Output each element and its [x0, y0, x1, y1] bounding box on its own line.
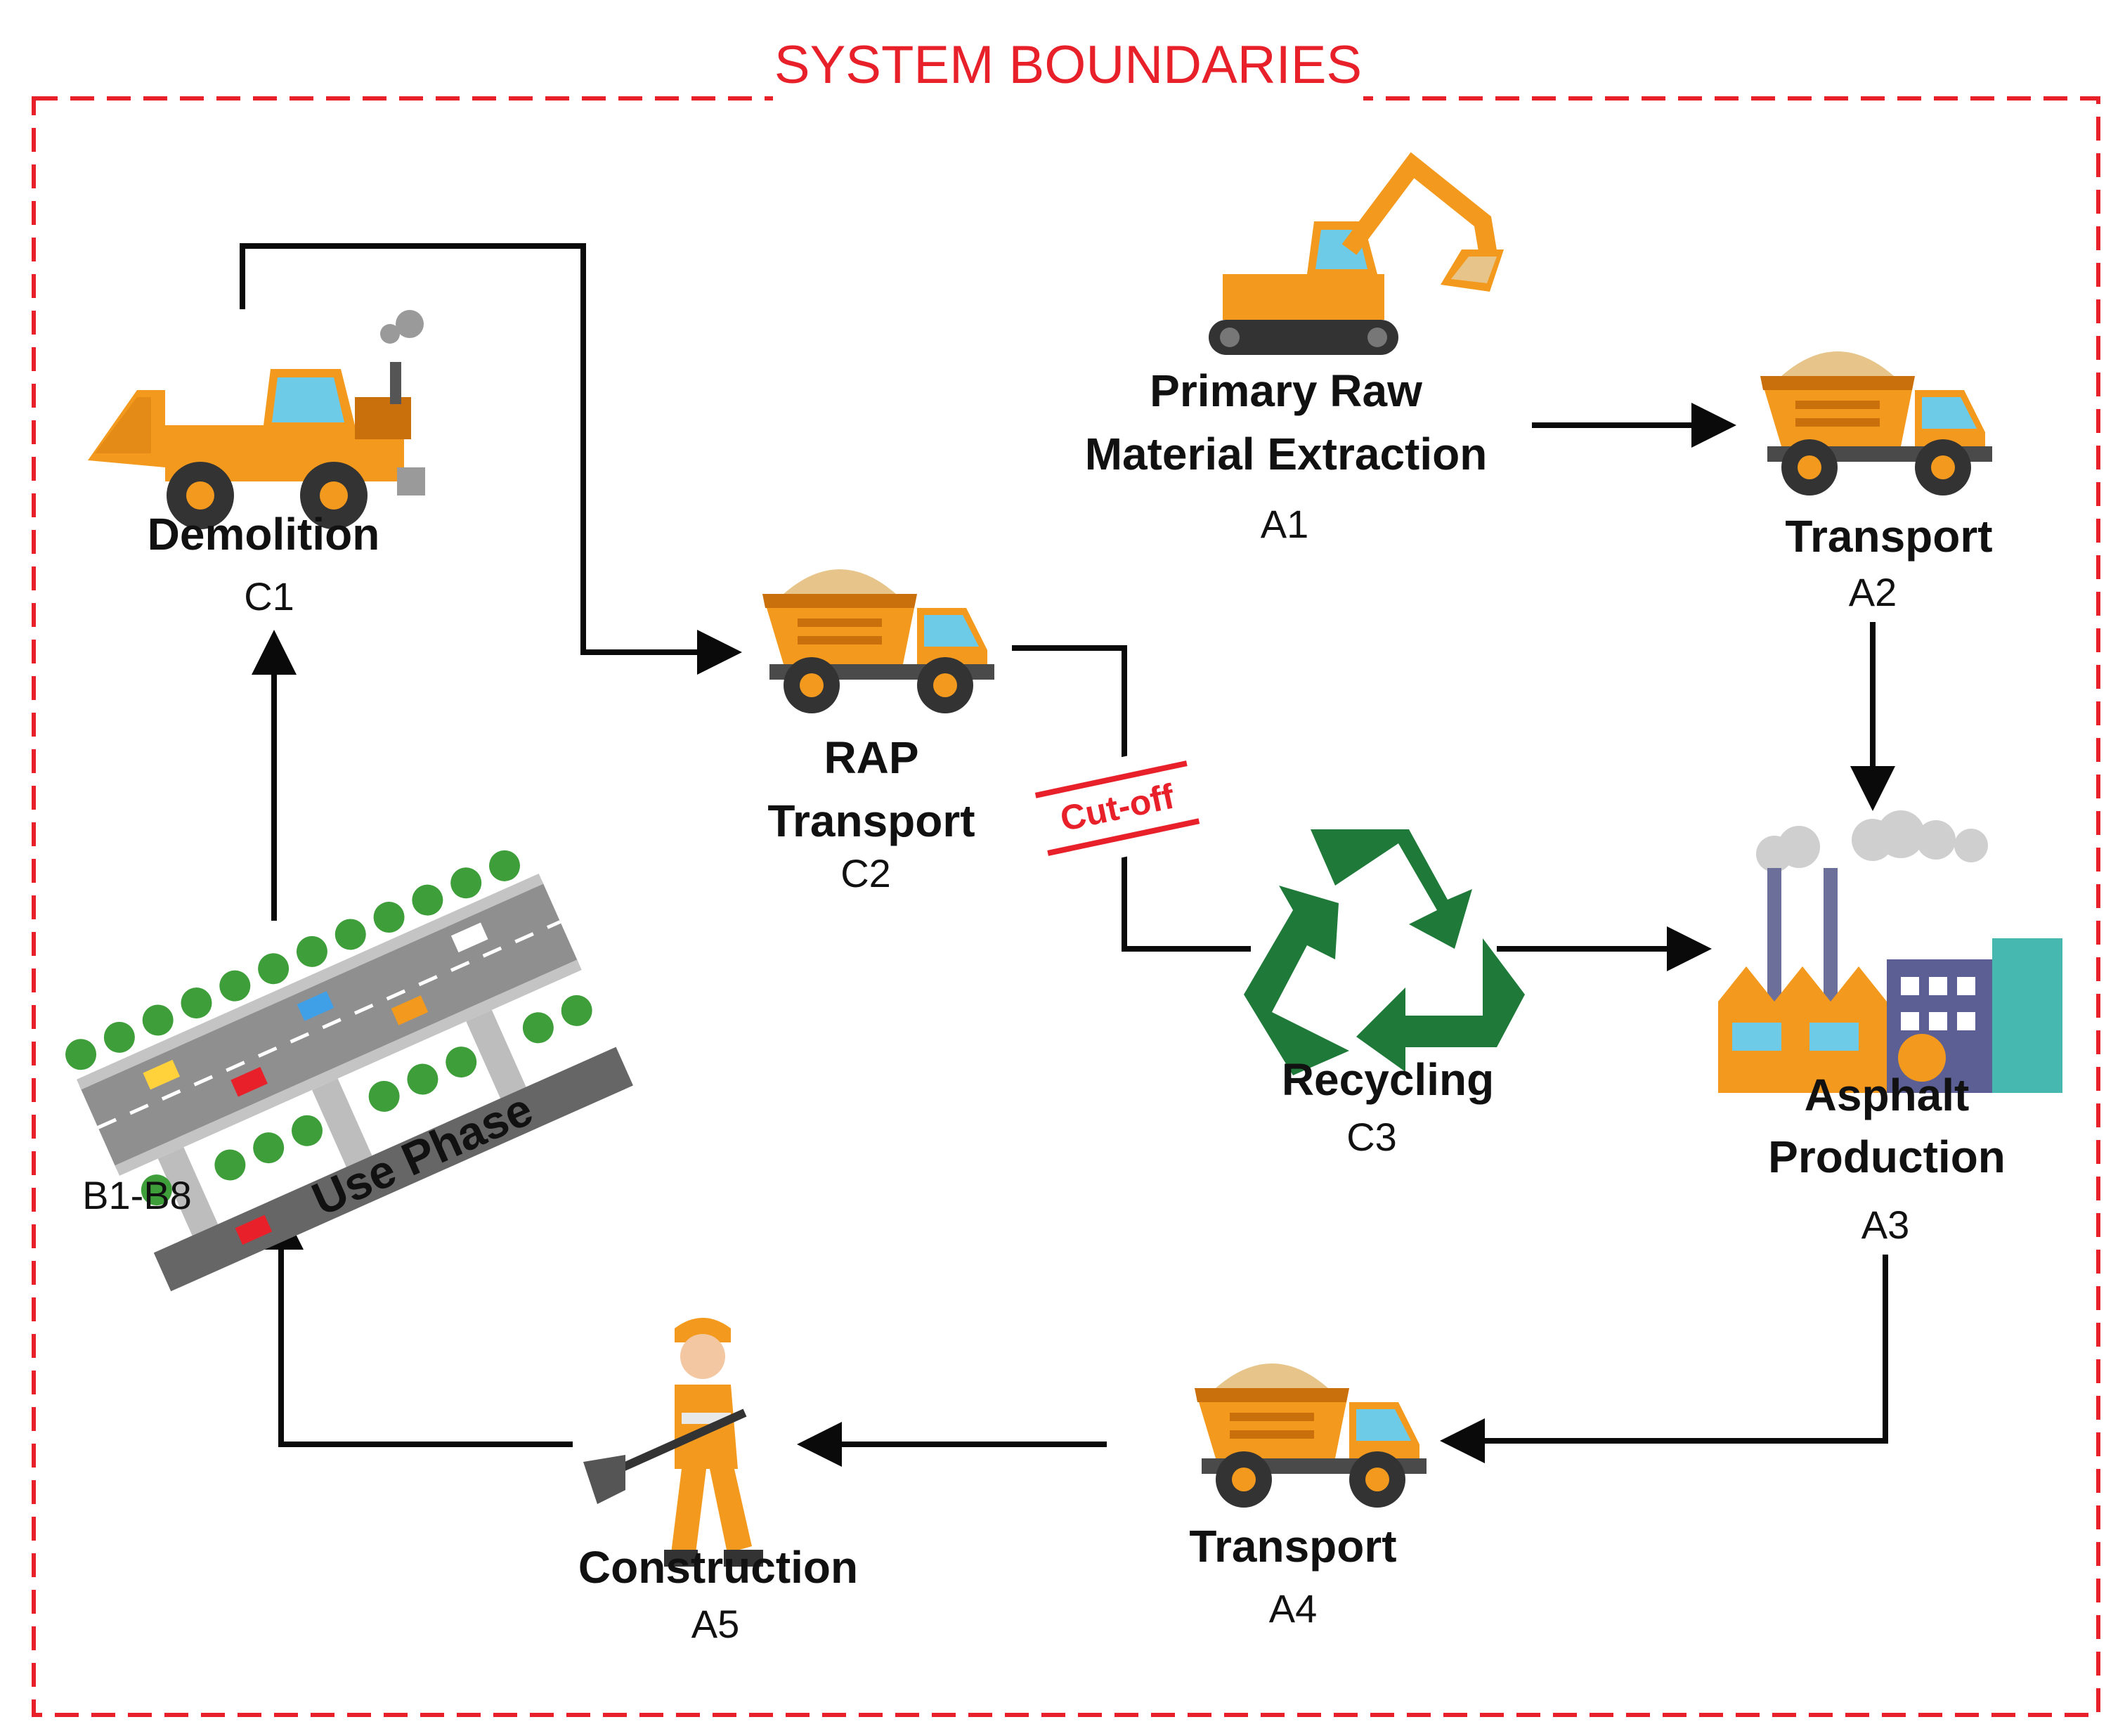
highway-icon	[65, 850, 633, 1292]
cutoff-stamp: Cut-off	[996, 737, 1238, 880]
excavator-icon	[1209, 152, 1504, 355]
boundary-title: SYSTEM BOUNDARIES	[774, 35, 1362, 95]
recycle-icon	[1244, 829, 1525, 1075]
worker-shovel-icon	[583, 1318, 763, 1567]
arrow-construction-to-use	[259, 1205, 573, 1447]
system-boundary	[32, 96, 2100, 1717]
asphalt-label-1: Asphalt	[1805, 1070, 1970, 1120]
rap-transport-label-2: Transport	[767, 796, 975, 846]
asphalt-code: A3	[1861, 1203, 1910, 1247]
dump-truck-icon	[1760, 351, 1992, 495]
dump-truck-icon	[1195, 1363, 1427, 1508]
extraction-label-1: Primary Raw	[1150, 365, 1422, 416]
wheel-loader-icon	[88, 310, 425, 529]
recycling-code: C3	[1346, 1115, 1397, 1159]
demolition-label: Demolition	[148, 509, 380, 559]
use-phase-code: B1-B8	[82, 1173, 192, 1217]
transport-a2-code: A2	[1849, 570, 1897, 614]
factory-icon	[1718, 810, 2062, 1093]
construction-code: A5	[691, 1602, 740, 1646]
asphalt-label-2: Production	[1768, 1132, 2006, 1182]
dump-truck-icon	[762, 569, 994, 713]
demolition-code: C1	[244, 574, 294, 618]
transport-a4-label: Transport	[1189, 1521, 1396, 1572]
transport-a2-label: Transport	[1785, 511, 1992, 562]
arrow-asphalt-to-transport	[1440, 1255, 1888, 1463]
rap-transport-code: C2	[840, 851, 891, 895]
extraction-label-2: Material Extraction	[1085, 429, 1488, 479]
arrow-demolition-to-rap	[240, 243, 742, 675]
rap-transport-label-1: RAP	[824, 732, 918, 783]
transport-a4-code: A4	[1269, 1586, 1318, 1631]
construction-label: Construction	[578, 1542, 858, 1593]
recycling-label: Recycling	[1282, 1054, 1494, 1105]
extraction-code: A1	[1261, 502, 1309, 546]
